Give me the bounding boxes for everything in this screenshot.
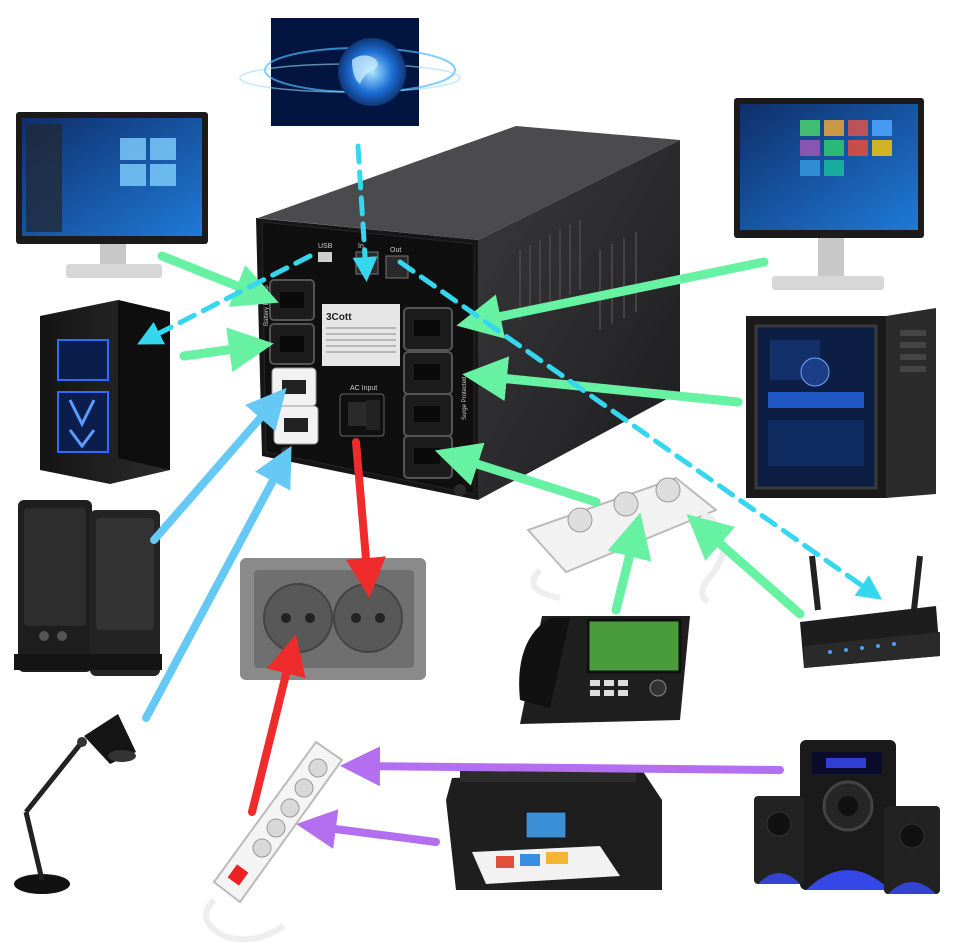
ups-outlet-battery-3[interactable] bbox=[403, 307, 453, 351]
ups-outlet-battery-4[interactable] bbox=[403, 351, 453, 395]
pc-tower-left-icon bbox=[40, 300, 170, 484]
battery-backup-label: Battery Backup bbox=[264, 285, 270, 326]
wall-socket-icon bbox=[240, 558, 426, 680]
speaker-system-icon bbox=[754, 740, 940, 894]
arrow-phone-to-extension bbox=[607, 512, 652, 615]
monitor-left-icon bbox=[16, 112, 208, 278]
arrow-speaker-system-to-strip bbox=[340, 746, 784, 787]
arrow-ups-to-wall-socket bbox=[346, 438, 386, 598]
arrow-speakers-to-ups bbox=[150, 387, 287, 544]
arrow-internet-to-ups bbox=[352, 143, 378, 282]
arrow-extension-to-ups bbox=[434, 442, 601, 507]
desk-lamp-icon bbox=[14, 714, 136, 894]
ups-outlet-battery-2[interactable] bbox=[269, 323, 315, 365]
arrow-lamp-to-ups bbox=[142, 445, 292, 722]
svg-text:AC Input: AC Input bbox=[350, 385, 377, 392]
svg-text:3Cott: 3Cott bbox=[326, 312, 352, 323]
internet-globe-icon bbox=[239, 18, 461, 126]
svg-text:Out: Out bbox=[390, 247, 401, 254]
svg-text:In: In bbox=[358, 243, 364, 250]
ups-outlet-battery-5[interactable] bbox=[403, 393, 453, 437]
power-strip-icon bbox=[203, 740, 344, 943]
router-icon bbox=[800, 555, 940, 668]
ups-label-plate: 3Cott bbox=[322, 304, 400, 366]
arrow-monitor-right-to-ups bbox=[456, 257, 769, 339]
arrow-printer-to-strip bbox=[296, 809, 440, 849]
surge-protected-label: Surge Protected bbox=[462, 377, 468, 420]
speakers-icon bbox=[14, 500, 162, 676]
ups-outlet-battery-6[interactable] bbox=[403, 435, 453, 479]
arrow-pc-right-to-ups bbox=[462, 356, 743, 407]
printer-icon bbox=[446, 768, 662, 890]
usb-port[interactable]: USB bbox=[318, 243, 333, 262]
arrow-pc-left-to-ups bbox=[179, 327, 274, 373]
pc-tower-right-icon bbox=[746, 308, 936, 498]
arrow-strip-to-wall-socket bbox=[248, 634, 306, 816]
ups-unit: USB In Out 3Cott bbox=[256, 126, 680, 500]
ac-input-socket[interactable]: AC Input bbox=[339, 385, 385, 437]
arrow-router-to-extension bbox=[686, 514, 805, 619]
arrow-ups-to-pc-left bbox=[137, 253, 313, 345]
arrow-ups-to-router bbox=[397, 259, 883, 600]
ups-outlet-battery-1[interactable] bbox=[269, 279, 315, 321]
monitor-right-icon bbox=[734, 98, 924, 290]
svg-text:USB: USB bbox=[318, 243, 333, 250]
ups-outlet-surge-2[interactable] bbox=[273, 405, 319, 445]
arrow-monitor-left-to-ups bbox=[157, 251, 279, 307]
ip-phone-icon bbox=[519, 616, 690, 724]
